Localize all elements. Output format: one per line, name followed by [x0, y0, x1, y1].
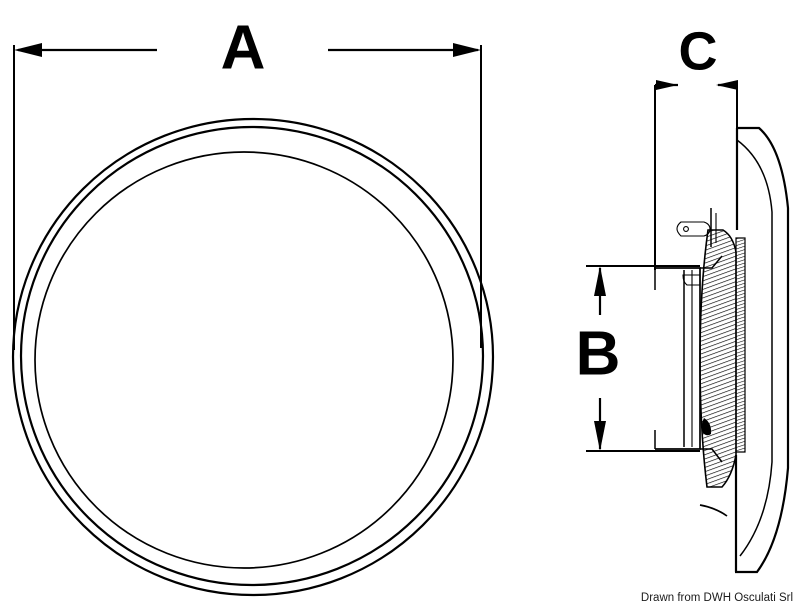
front-view-rim-circle: [19, 125, 485, 587]
side-view-lower-tab: [682, 274, 701, 286]
side-view-bottom-arc: [699, 504, 728, 517]
dimension-c-arrow-left: [656, 80, 678, 90]
side-view-dome-outline: [735, 126, 790, 574]
front-view-outer-circle: [11, 117, 495, 597]
dimension-a-label: A: [221, 13, 266, 82]
dimension-a: A: [13, 13, 482, 350]
mounting-clip-body: [676, 221, 711, 237]
dimension-b-arrow-top: [594, 266, 606, 296]
side-view-dome-inner-line: [736, 139, 773, 557]
side-view-flange-step-top: [700, 255, 723, 269]
side-view-gasket-mark: [701, 418, 712, 436]
front-view-inner-circle: [34, 151, 454, 569]
dimension-c: C: [654, 21, 738, 270]
side-view-flange-step-bottom: [700, 448, 723, 463]
side-view: [654, 126, 790, 574]
dimension-b: B: [576, 265, 700, 452]
dimension-a-arrow-left: [14, 43, 42, 57]
dimension-b-label: B: [576, 319, 621, 388]
watermark-credit: Drawn from DWH Osculati Srl: [641, 592, 793, 604]
side-view-section-wall-inner: [735, 237, 746, 453]
front-view: [11, 117, 495, 597]
dimension-a-arrow-right: [453, 43, 481, 57]
side-view-spigot: [655, 267, 701, 450]
lower-tab-body: [682, 274, 701, 286]
dimension-c-label: C: [679, 21, 718, 81]
dimension-c-arrow-right: [716, 80, 738, 90]
mounting-clip-hole: [683, 226, 689, 232]
dimension-b-arrow-bottom: [594, 421, 606, 451]
side-view-mounting-clip: [676, 208, 717, 247]
